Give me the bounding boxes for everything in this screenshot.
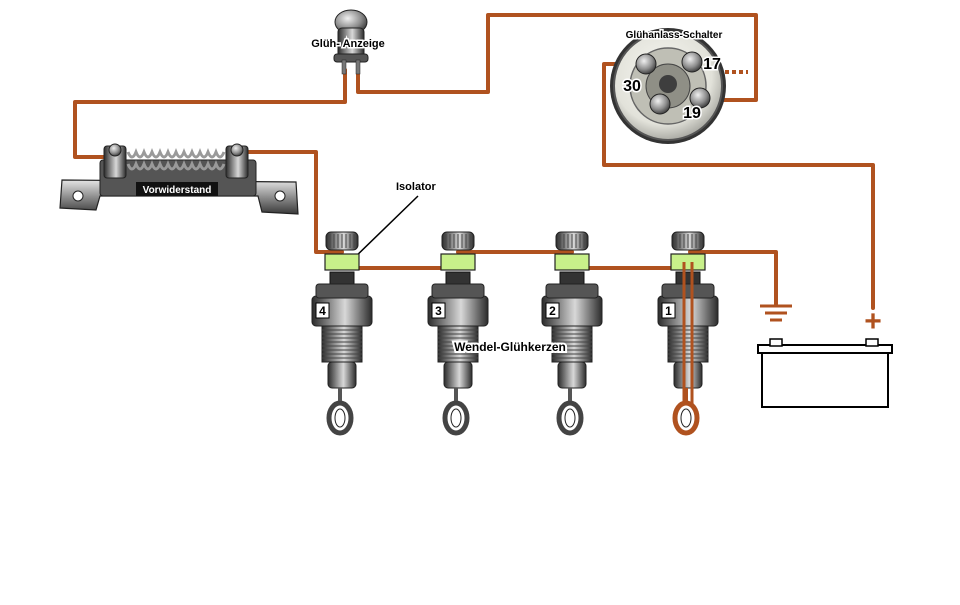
glow-plug-1-number: 1	[665, 304, 672, 318]
terminal-17-label: 17	[703, 56, 721, 73]
wire-resistor-to-plug4	[236, 150, 344, 254]
glow-indicator-icon	[333, 9, 369, 75]
wire-indicator-to-switch	[356, 13, 758, 102]
wires	[73, 13, 875, 310]
wire-plug1-to-ground	[688, 250, 778, 306]
glow-plug-2-icon: 2	[541, 231, 603, 436]
switch-label: Glühanlass-Schalter	[626, 30, 723, 41]
glow-plug-4-number: 4	[319, 304, 326, 318]
glow-plugs: 4 3 2 1	[311, 231, 719, 436]
glow-plug-1-icon: 1	[657, 231, 719, 436]
battery-icon	[757, 338, 893, 408]
resistor-label-bg	[136, 182, 218, 196]
ignition-switch-icon	[610, 28, 726, 144]
ground-icon	[760, 304, 792, 322]
resistor-label: Vorwiderstand	[143, 185, 212, 196]
isolator-label: Isolator	[396, 181, 436, 193]
terminal-30-label: 30	[623, 78, 641, 95]
glow-indicator-label: Glüh- Anzeige	[311, 38, 385, 50]
wire-switch-to-battery	[602, 62, 875, 310]
isolator-pointer	[349, 195, 419, 263]
glow-plugs-label: Wendel-Glühkerzen	[454, 340, 566, 354]
terminal-19-label: 19	[683, 105, 701, 122]
glow-plug-2-number: 2	[549, 304, 556, 318]
wire-plug-chain	[340, 250, 692, 270]
resistor-coil	[126, 147, 226, 171]
resistor-icon	[59, 143, 299, 215]
glow-plug-3-icon: 3	[427, 231, 489, 436]
glow-plug-3-number: 3	[435, 304, 442, 318]
glow-plug-4-icon: 4	[311, 231, 373, 436]
wire-indicator-to-resistor	[73, 68, 347, 159]
battery-plus-label: +	[864, 305, 882, 338]
